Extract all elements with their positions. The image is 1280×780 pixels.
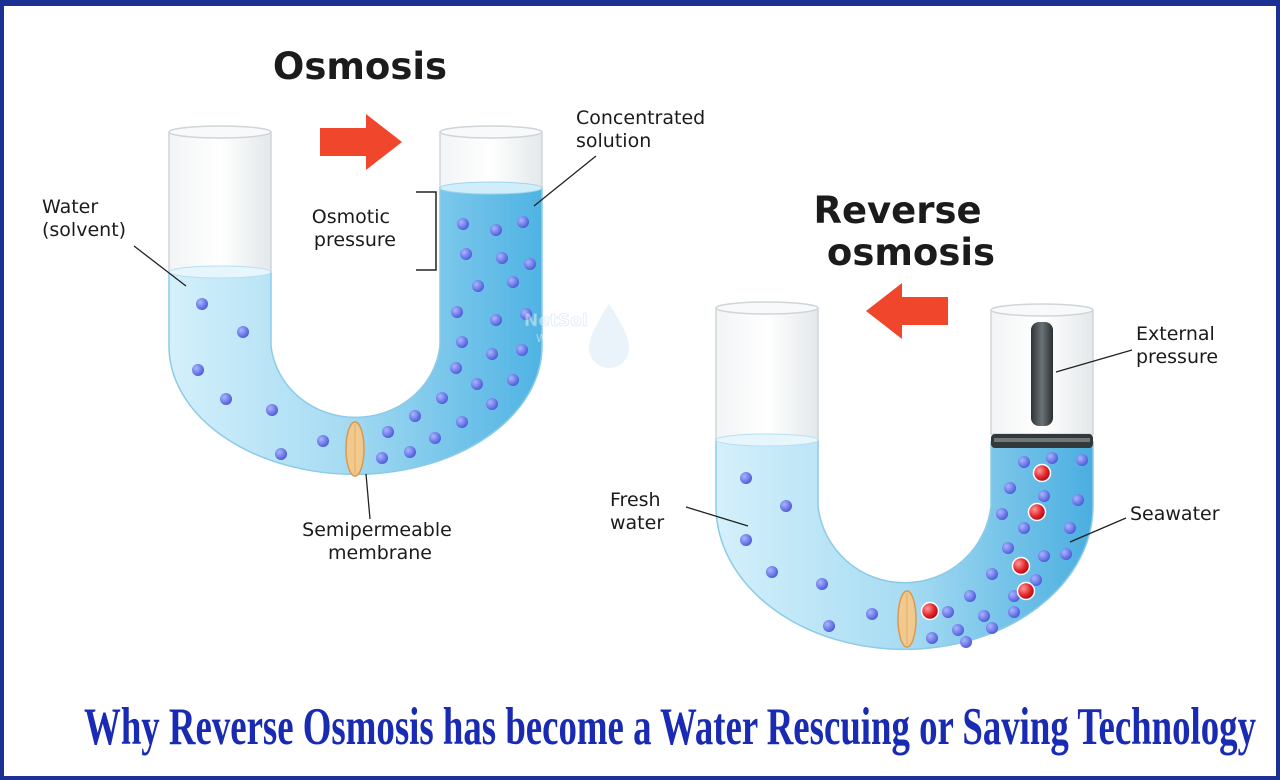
osmotic-pressure-bracket: [416, 191, 437, 271]
piston-rod: [1031, 322, 1053, 426]
osmosis-tube: [168, 125, 543, 477]
osmosis-water: [168, 187, 543, 476]
osmosis-direction-arrow: [320, 114, 402, 170]
netsol-watermark: NetSol Water: [524, 300, 632, 370]
reverse-osmosis-tube: [715, 301, 1094, 651]
osmosis-title: Osmosis: [273, 45, 447, 88]
label-seawater: Seawater: [1130, 503, 1220, 525]
osmosis-diagram: Osmosis Concentrated solution Water (sol…: [42, 45, 1256, 756]
reverse-sea-molecules: [926, 452, 1088, 648]
label-semipermeable-membrane: Semipermeable membrane: [302, 519, 458, 564]
label-concentrated-solution: Concentrated solution: [576, 107, 711, 152]
reverse-left-glass: [715, 307, 819, 441]
osmosis-right-glass: [439, 131, 543, 189]
label-fresh-water: Fresh water: [610, 489, 667, 534]
svg-text:Water: Water: [536, 332, 569, 345]
caption-title: Why Reverse Osmosis has become a Water R…: [84, 698, 1256, 756]
svg-text:NetSol: NetSol: [524, 311, 588, 331]
reverse-direction-arrow: [866, 283, 948, 339]
label-water-solvent: Water (solvent): [42, 196, 126, 241]
label-osmotic-pressure: Osmotic pressure: [312, 206, 396, 251]
reverse-osmosis-title: Reverse osmosis: [813, 189, 995, 274]
reverse-fresh-molecules: [740, 472, 878, 632]
reverse-water: [715, 439, 1094, 651]
label-external-pressure: External pressure: [1136, 323, 1221, 368]
osmosis-molecules: [192, 216, 536, 464]
salt-molecules: [920, 463, 1052, 621]
osmosis-left-glass: [168, 131, 272, 273]
